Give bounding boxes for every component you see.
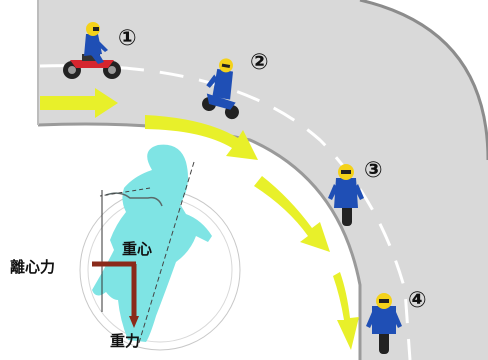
- step-label-1: ①: [118, 28, 137, 50]
- gravity-label: 重力: [110, 334, 140, 349]
- lean-force-diagram: [80, 145, 240, 350]
- step-label-2: ②: [250, 52, 269, 74]
- step-label-3: ③: [364, 160, 383, 182]
- arrow-4: [333, 272, 359, 350]
- step-label-4: ④: [408, 290, 427, 312]
- centrifugal-force-label: 離心力: [10, 260, 55, 275]
- center-of-gravity-label: 重心: [122, 242, 152, 257]
